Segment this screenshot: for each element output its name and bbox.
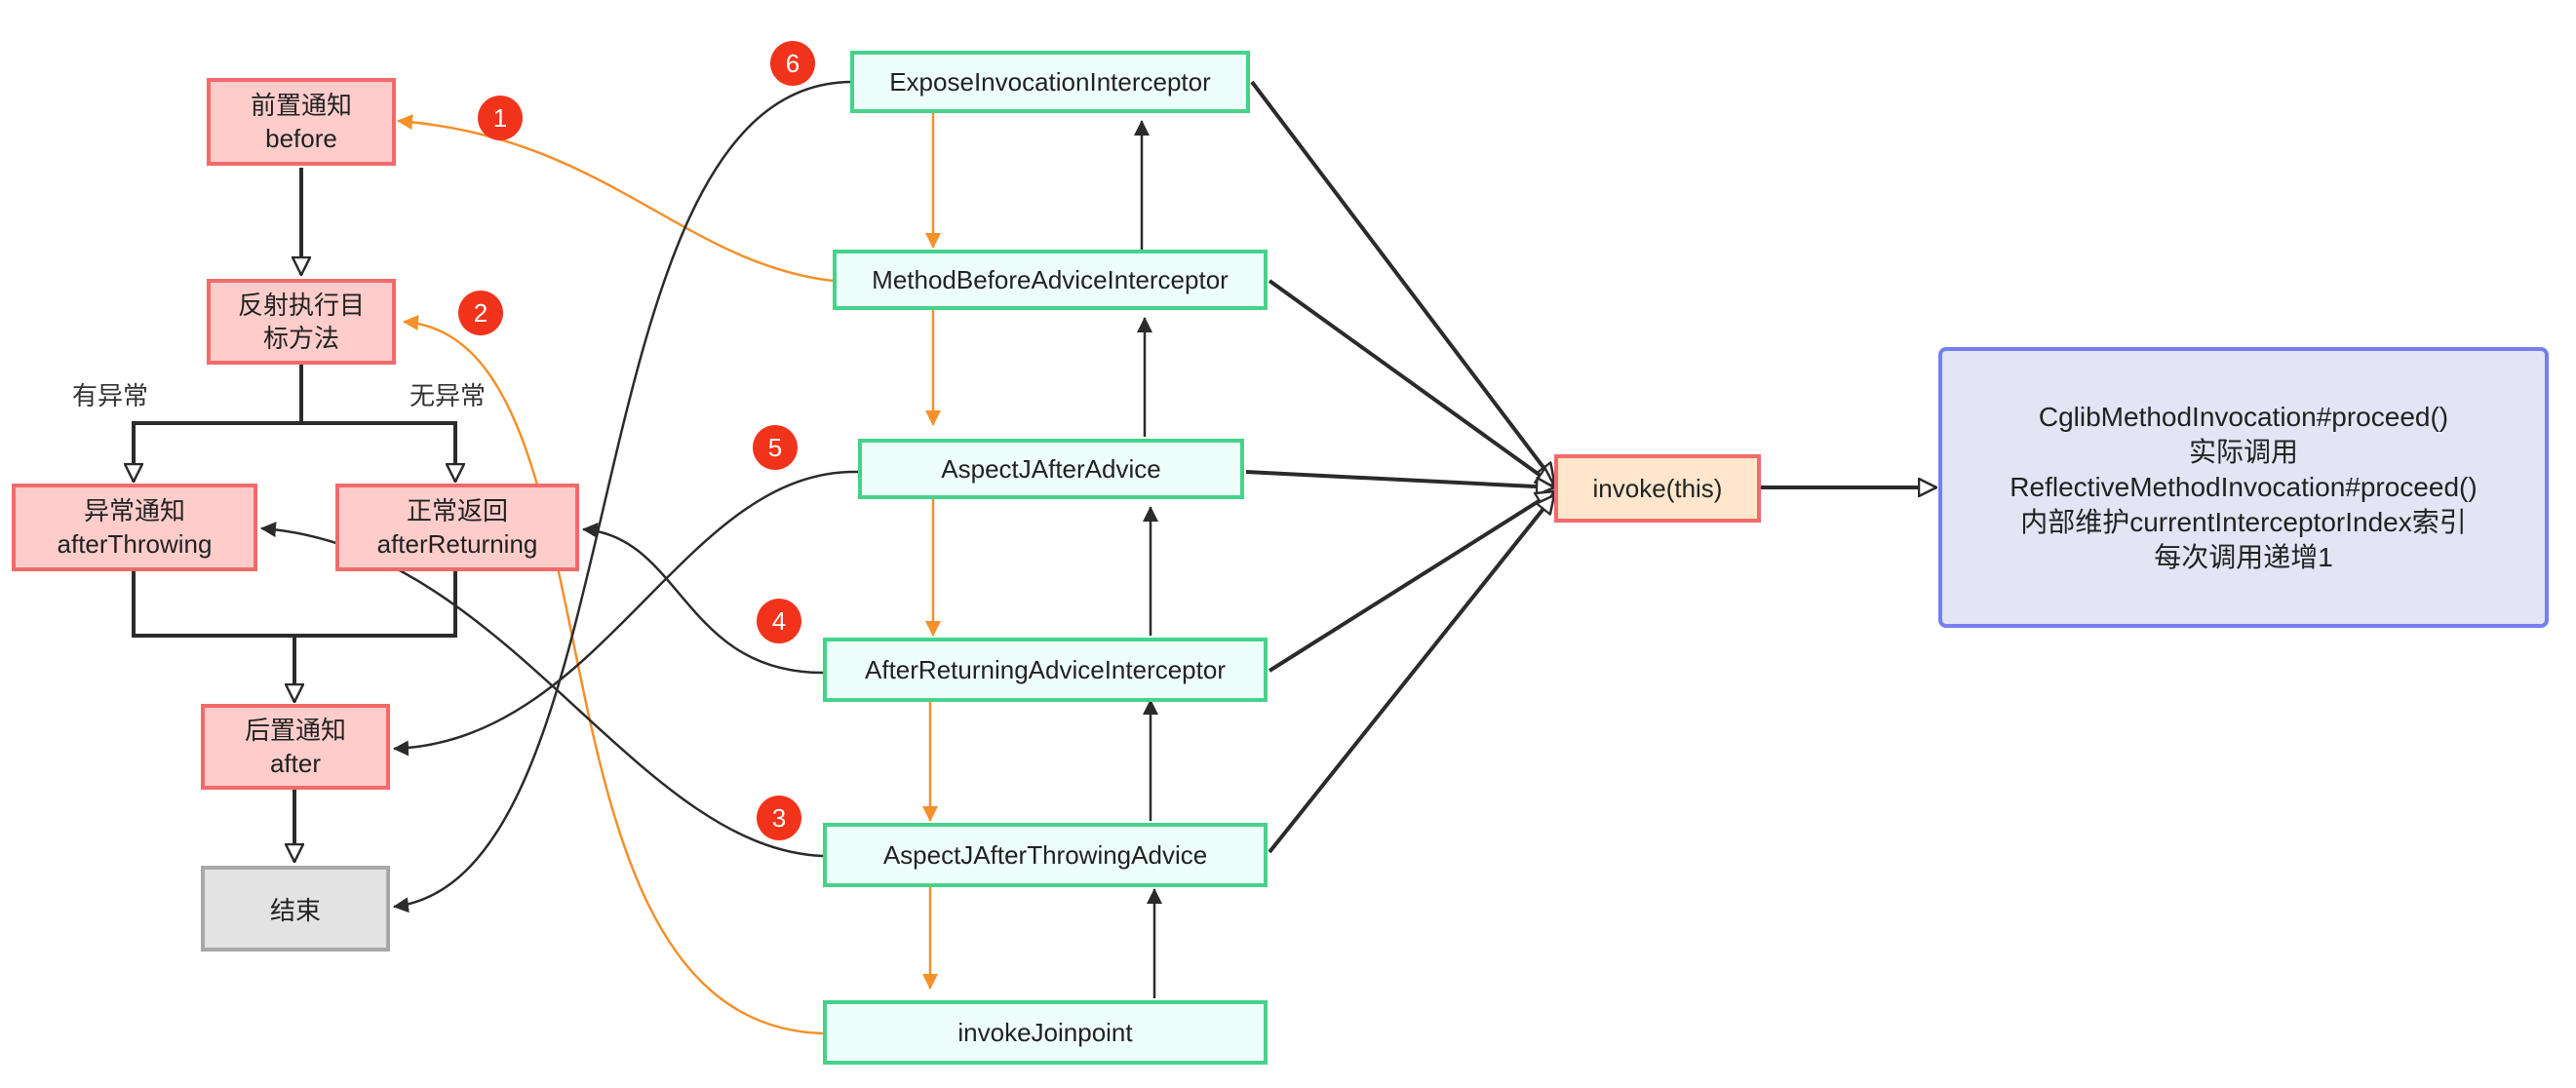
node-cglib-note: CglibMethodInvocation#proceed() 实际调用 Ref…: [1938, 347, 2549, 628]
node-expose-label: ExposeInvocationInterceptor: [889, 66, 1211, 97]
node-aspectj-after-advice: AspectJAfterAdvice: [858, 439, 1244, 499]
step-badge-2: 2: [458, 291, 503, 335]
label-no-exception: 无异常: [410, 381, 487, 410]
node-invoke-joinpoint-label: invokeJoinpoint: [957, 1017, 1133, 1047]
node-end: 结束: [201, 866, 390, 952]
step-badge-1: 1: [478, 96, 523, 140]
edge-reflect-to-throwing: [134, 363, 303, 482]
node-method-before-advice-interceptor: MethodBeforeAdviceInterceptor: [833, 250, 1268, 310]
link-returning-to-invoke: [1268, 489, 1554, 673]
callback-expose-to-end: [393, 80, 853, 913]
node-after-throwing: 异常通知 afterThrowing: [12, 484, 257, 571]
edge-reflect-to-returning: [301, 421, 455, 482]
step-badge-6: 6: [770, 41, 815, 86]
callback-method-before-to-before: [397, 114, 834, 283]
link-expose-to-invoke: [1250, 80, 1554, 482]
node-aspectj-after-label: AspectJAfterAdvice: [941, 453, 1161, 484]
node-reflect-target-method: 反射执行目 标方法: [207, 279, 396, 365]
node-method-before-label: MethodBeforeAdviceInterceptor: [872, 264, 1229, 294]
node-invoke-this: invoke(this): [1554, 454, 1761, 523]
step-badge-3: 3: [757, 796, 801, 840]
node-after-returning-advice-interceptor: AfterReturningAdviceInterceptor: [823, 638, 1268, 702]
node-end-label: 结束: [269, 895, 321, 925]
callback-after-advice-to-after: [393, 470, 859, 757]
node-after-throwing-label: 异常通知 afterThrowing: [57, 496, 213, 559]
link-throwing-to-invoke: [1268, 495, 1554, 854]
node-aspectj-after-throwing-label: AspectJAfterThrowingAdvice: [882, 839, 1208, 870]
step-badge-4: 4: [757, 599, 801, 643]
node-after: 后置通知 after: [201, 704, 390, 790]
node-after-returning-label: 正常返回 afterReturning: [376, 496, 538, 559]
link-method-before-to-invoke: [1268, 279, 1554, 486]
node-before-label: 前置通知 before: [250, 91, 352, 153]
node-invoke-this-label: invoke(this): [1592, 473, 1723, 503]
node-after-returning-interceptor-label: AfterReturningAdviceInterceptor: [865, 654, 1226, 684]
edge-throwing-to-after: [132, 571, 457, 638]
node-after-label: 后置通知 after: [244, 716, 346, 778]
node-aspectj-after-throwing-advice: AspectJAfterThrowingAdvice: [823, 823, 1268, 887]
node-after-returning: 正常返回 afterReturning: [335, 484, 579, 571]
node-invoke-joinpoint: invokeJoinpoint: [823, 1000, 1268, 1065]
link-after-advice-to-invoke: [1245, 470, 1554, 487]
node-cglib-note-text: CglibMethodInvocation#proceed() 实际调用 Ref…: [2010, 402, 2478, 572]
node-expose-invocation-interceptor: ExposeInvocationInterceptor: [850, 51, 1250, 113]
callback-returning-to-after-returning: [582, 523, 824, 675]
node-before: 前置通知 before: [207, 78, 396, 166]
label-has-exception: 有异常: [72, 381, 149, 410]
callback-joinpoint-to-reflect: [403, 315, 824, 1035]
node-reflect-label: 反射执行目 标方法: [237, 291, 365, 353]
step-badge-5: 5: [753, 425, 798, 470]
